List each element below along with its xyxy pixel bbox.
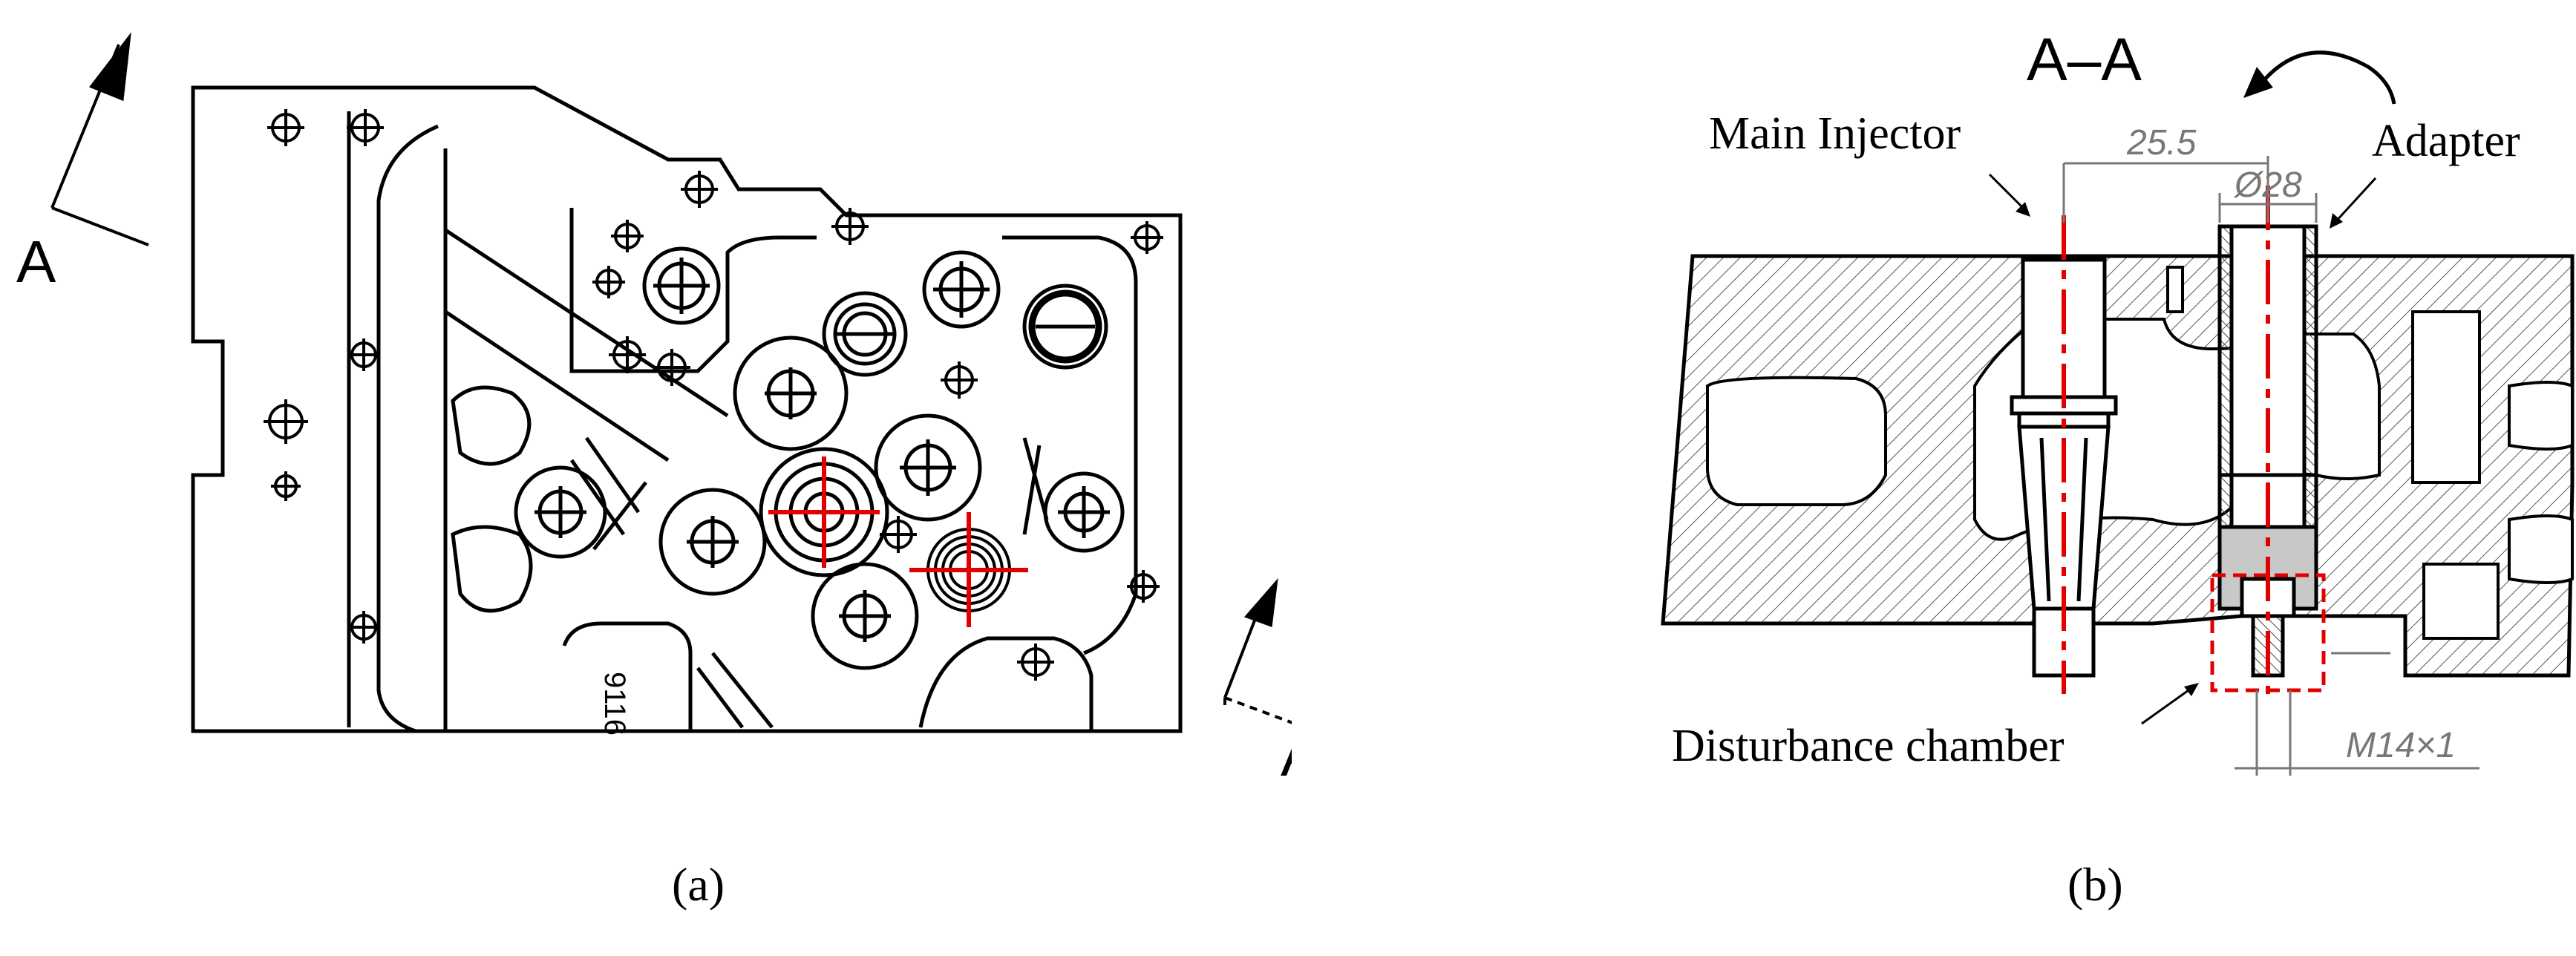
panel-a-drawing: A (16, 32, 1292, 788)
section-title: A–A (2027, 26, 2142, 94)
leader-main-injector-head (2016, 202, 2030, 217)
section-label-left: A (16, 229, 56, 295)
bolt-holes (264, 109, 1163, 681)
leader-disturbance-chamber-head (2184, 683, 2199, 696)
dimension-lines (2062, 156, 2479, 776)
panel-b-caption: (b) (2067, 858, 2123, 911)
label-main-injector: Main Injector (1709, 108, 1961, 159)
dim-offset: 25.5 (2126, 123, 2197, 163)
coolant-passages (451, 385, 1049, 729)
section-body (1661, 254, 2575, 678)
section-arrow-top-left (50, 32, 149, 246)
leader-disturbance-chamber (2141, 685, 2194, 725)
dim-diameter: Ø28 (2233, 166, 2302, 205)
leader-adapter (2333, 177, 2377, 224)
dim-thread: M14×1 (2346, 726, 2456, 765)
label-adapter: Adapter (2372, 116, 2520, 166)
red-centre-lines (2062, 186, 2270, 694)
cylinder-head-outline (191, 85, 1183, 733)
part-number: 9116 (598, 672, 631, 736)
leader-main-injector (1988, 173, 2028, 213)
section-label-right: A (1281, 722, 1292, 788)
panel-b-drawing: A–A (1661, 26, 2575, 776)
section-arrow-bottom-right (1223, 577, 1292, 730)
disturbance-chamber-box (2210, 573, 2326, 693)
leader-adapter-head (2330, 213, 2343, 229)
view-rotation-arrow (2255, 50, 2396, 105)
red-centre-marks (768, 456, 1028, 627)
pin-hole (2166, 266, 2184, 313)
view-rotation-arrowhead (2243, 67, 2273, 98)
panel-a-caption: (a) (672, 858, 725, 911)
label-disturbance-chamber: Disturbance chamber (1672, 721, 2065, 771)
